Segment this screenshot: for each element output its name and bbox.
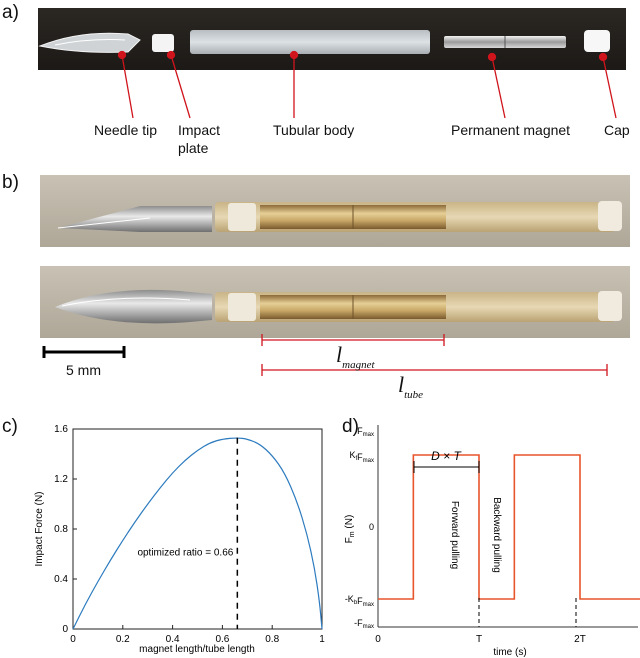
svg-text:Fm (N): Fm (N) xyxy=(344,515,356,544)
scale-bar-label: 5 mm xyxy=(66,362,101,378)
chart-c-ytick-label: 0.4 xyxy=(54,574,68,585)
chart-c-ytick-label: 0 xyxy=(62,624,68,635)
chart-c-xtick-label: 0.8 xyxy=(265,634,279,645)
ylabel-unit: (N) xyxy=(344,515,355,532)
l-magnet-subscript: magnet xyxy=(342,359,375,371)
chart-c-ytick-label: 1.6 xyxy=(54,424,68,435)
needle-tip-label: Needle tip xyxy=(94,122,158,138)
chart-d-xlabel: time (s) xyxy=(493,647,526,658)
panel-label-c: c) xyxy=(2,416,18,437)
forward-pulling-label: Forward pulling xyxy=(449,501,460,569)
impact-plate-label-line1: Impact xyxy=(178,122,221,138)
chart-c-xtick-label: 0.6 xyxy=(215,634,229,645)
chart-c-xtick-label: 0 xyxy=(70,634,76,645)
assembled-device-photo-bottom xyxy=(40,266,630,338)
ylabel-sub: m xyxy=(349,531,356,537)
chart-c-ytick-label: 0.8 xyxy=(54,524,68,535)
tubular-body-part xyxy=(190,30,430,54)
backward-pulling-label: Backward pulling xyxy=(491,497,502,573)
chart-c-xtick-label: 0.4 xyxy=(166,634,180,645)
chart-c-xlabel: magnet length/tube length xyxy=(139,644,255,655)
ylabel-main: F xyxy=(344,537,355,543)
panel-b-photos xyxy=(40,175,630,376)
scale-bar xyxy=(42,346,126,358)
panel-label-b: b) xyxy=(2,172,19,193)
dimension-lines xyxy=(261,334,608,376)
l-magnet-label: lmagnet xyxy=(336,342,375,371)
duty-cycle-label: D × T xyxy=(431,449,462,463)
chart-d-ytick-label: Fmax xyxy=(357,426,374,438)
chart-d-ytick-label: 0 xyxy=(369,522,374,532)
panel-label-d: d) xyxy=(342,416,359,437)
panel-label-a: a) xyxy=(2,2,19,23)
chart-c-ylabel: Impact Force (N) xyxy=(34,491,45,566)
l-magnet-symbol: l xyxy=(336,342,343,367)
chart-d-ytick-label: KfFmax xyxy=(349,450,374,464)
panel-a-photo xyxy=(38,8,626,119)
impact-plate-label-line2: plate xyxy=(178,140,209,156)
chart-c-frame xyxy=(72,428,323,630)
duty-cycle-bracket xyxy=(413,461,480,473)
chart-d-xtick-label: 2T xyxy=(574,634,586,645)
chart-c-ytick-label: 1.2 xyxy=(54,474,68,485)
chart-c-xtick-label: 0.2 xyxy=(116,634,130,645)
tubular-body-label: Tubular body xyxy=(273,122,355,138)
impact-plate-part xyxy=(152,34,174,52)
chart-d-ytick-label: -Fmax xyxy=(354,618,374,630)
chart-d-ytick-label: -KbFmax xyxy=(345,594,374,608)
permanent-magnet-label: Permanent magnet xyxy=(451,122,571,138)
chart-d-xtick-label: T xyxy=(476,634,482,645)
chart-c-xtick-label: 1 xyxy=(319,634,325,645)
assembled-device-photo-top xyxy=(40,175,630,247)
chart-d-ylabel: Fm (N) xyxy=(344,515,356,544)
force-waveform xyxy=(378,454,640,600)
impact-force-curve xyxy=(72,437,323,630)
l-tube-label: ltube xyxy=(398,372,423,401)
chart-d-xtick-label: 0 xyxy=(375,634,381,645)
cap-part xyxy=(584,30,610,52)
l-tube-symbol: l xyxy=(398,372,405,397)
impact-force-chart: 0 0.2 0.4 0.6 0.8 1 0 0.4 0.8 1.2 1.6 optimized ra… xyxy=(34,424,325,655)
needle-tip-part xyxy=(38,32,141,53)
optimized-ratio-annotation: optimized ratio = 0.66 xyxy=(137,547,233,558)
l-tube-subscript: tube xyxy=(404,389,424,401)
cap-label: Cap xyxy=(604,122,630,138)
